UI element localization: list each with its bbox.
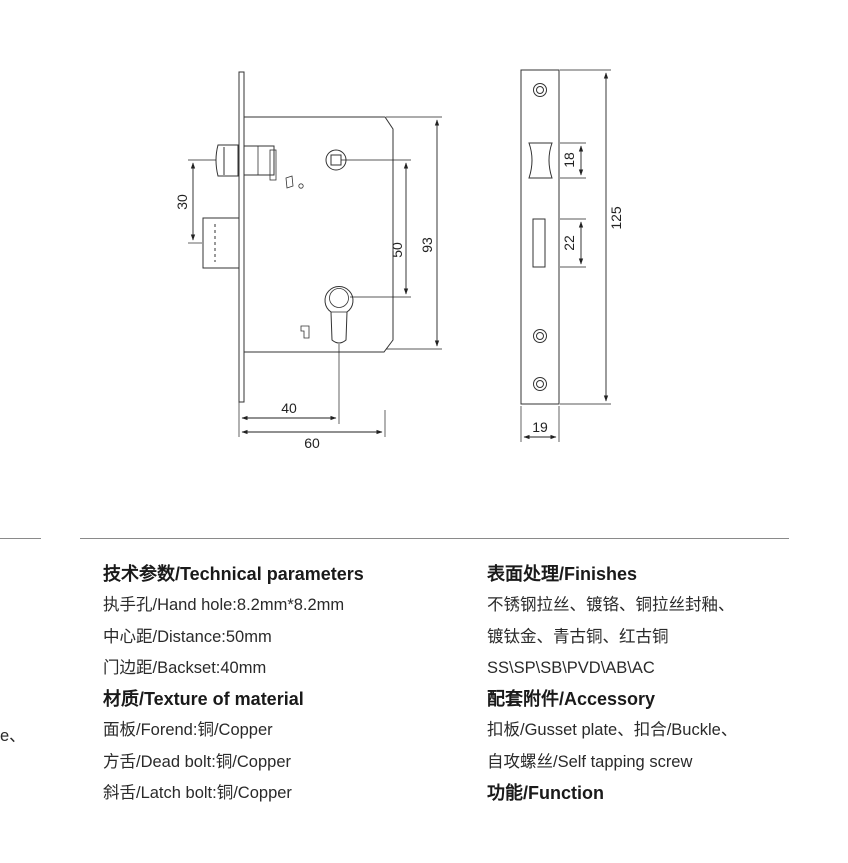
lock-case xyxy=(243,116,394,353)
latch-tail xyxy=(243,145,275,176)
accessory-heading: 配套附件/Accessory xyxy=(487,689,656,710)
cylinder-hole xyxy=(324,286,354,344)
technical-column: 技术参数/Technical parameters 执手孔/Hand hole:… xyxy=(103,559,364,809)
dead-bolt xyxy=(202,217,240,269)
forend-front-view xyxy=(520,69,560,405)
hand-hole-spec: 执手孔/Hand hole:8.2mm*8.2mm xyxy=(103,596,345,615)
finishes-heading: 表面处理/Finishes xyxy=(487,564,638,584)
accessory-line-1: 扣板/Gusset plate、扣合/Buckle、 xyxy=(487,721,738,740)
finishes-line-2: 镀钛金、青古铜、红古铜 xyxy=(487,627,669,646)
finishes-column: 表面处理/Finishes 不锈钢拉丝、镀铬、铜拉丝封釉、 镀钛金、青古铜、红古… xyxy=(487,559,737,809)
finishes-codes: SS\SP\SB\PVD\AB\AC xyxy=(487,658,655,677)
dim-93: 93 xyxy=(419,237,435,253)
distance-spec: 中心距/Distance:50mm xyxy=(103,627,272,646)
function-heading: 功能/Function xyxy=(487,783,604,804)
backset-spec: 门边距/Backset:40mm xyxy=(103,658,267,677)
dim-30: 30 xyxy=(174,194,190,210)
dead-bolt-spec: 方舌/Dead bolt:铜/Copper xyxy=(103,752,292,771)
latch-bolt xyxy=(215,144,239,177)
forend-outline xyxy=(520,69,560,405)
lock-body-side-view xyxy=(202,71,394,403)
dimension-lines-front xyxy=(520,69,611,442)
dim-18: 18 xyxy=(561,152,577,168)
latch-bolt-spec: 斜舌/Latch bolt:铜/Copper xyxy=(103,784,292,803)
technical-heading: 技术参数/Technical parameters xyxy=(103,564,364,584)
forend-plate xyxy=(238,71,245,403)
accessory-line-2: 自攻螺丝/Self tapping screw xyxy=(487,752,693,771)
dim-19: 19 xyxy=(532,419,548,435)
material-heading: 材质/Texture of material xyxy=(103,689,304,710)
dead-bolt-slot xyxy=(532,218,546,268)
cut-off-text: e、 xyxy=(0,727,26,745)
divider-main xyxy=(80,538,789,539)
finishes-line-1: 不锈钢拉丝、镀铬、铜拉丝封釉、 xyxy=(487,596,735,615)
dimension-lines-side xyxy=(188,116,442,437)
dim-22: 22 xyxy=(561,235,577,251)
divider-left xyxy=(0,538,41,539)
dim-125: 125 xyxy=(608,206,624,230)
forend-spec: 面板/Forend:铜/Copper xyxy=(103,721,273,740)
dim-40: 40 xyxy=(281,400,297,416)
dim-50: 50 xyxy=(389,242,405,258)
latch-opening xyxy=(528,142,553,179)
dim-60: 60 xyxy=(304,435,320,451)
lock-technical-drawing: 30 50 93 40 60 18 22 125 19 xyxy=(174,69,624,451)
hand-hole xyxy=(330,154,342,166)
